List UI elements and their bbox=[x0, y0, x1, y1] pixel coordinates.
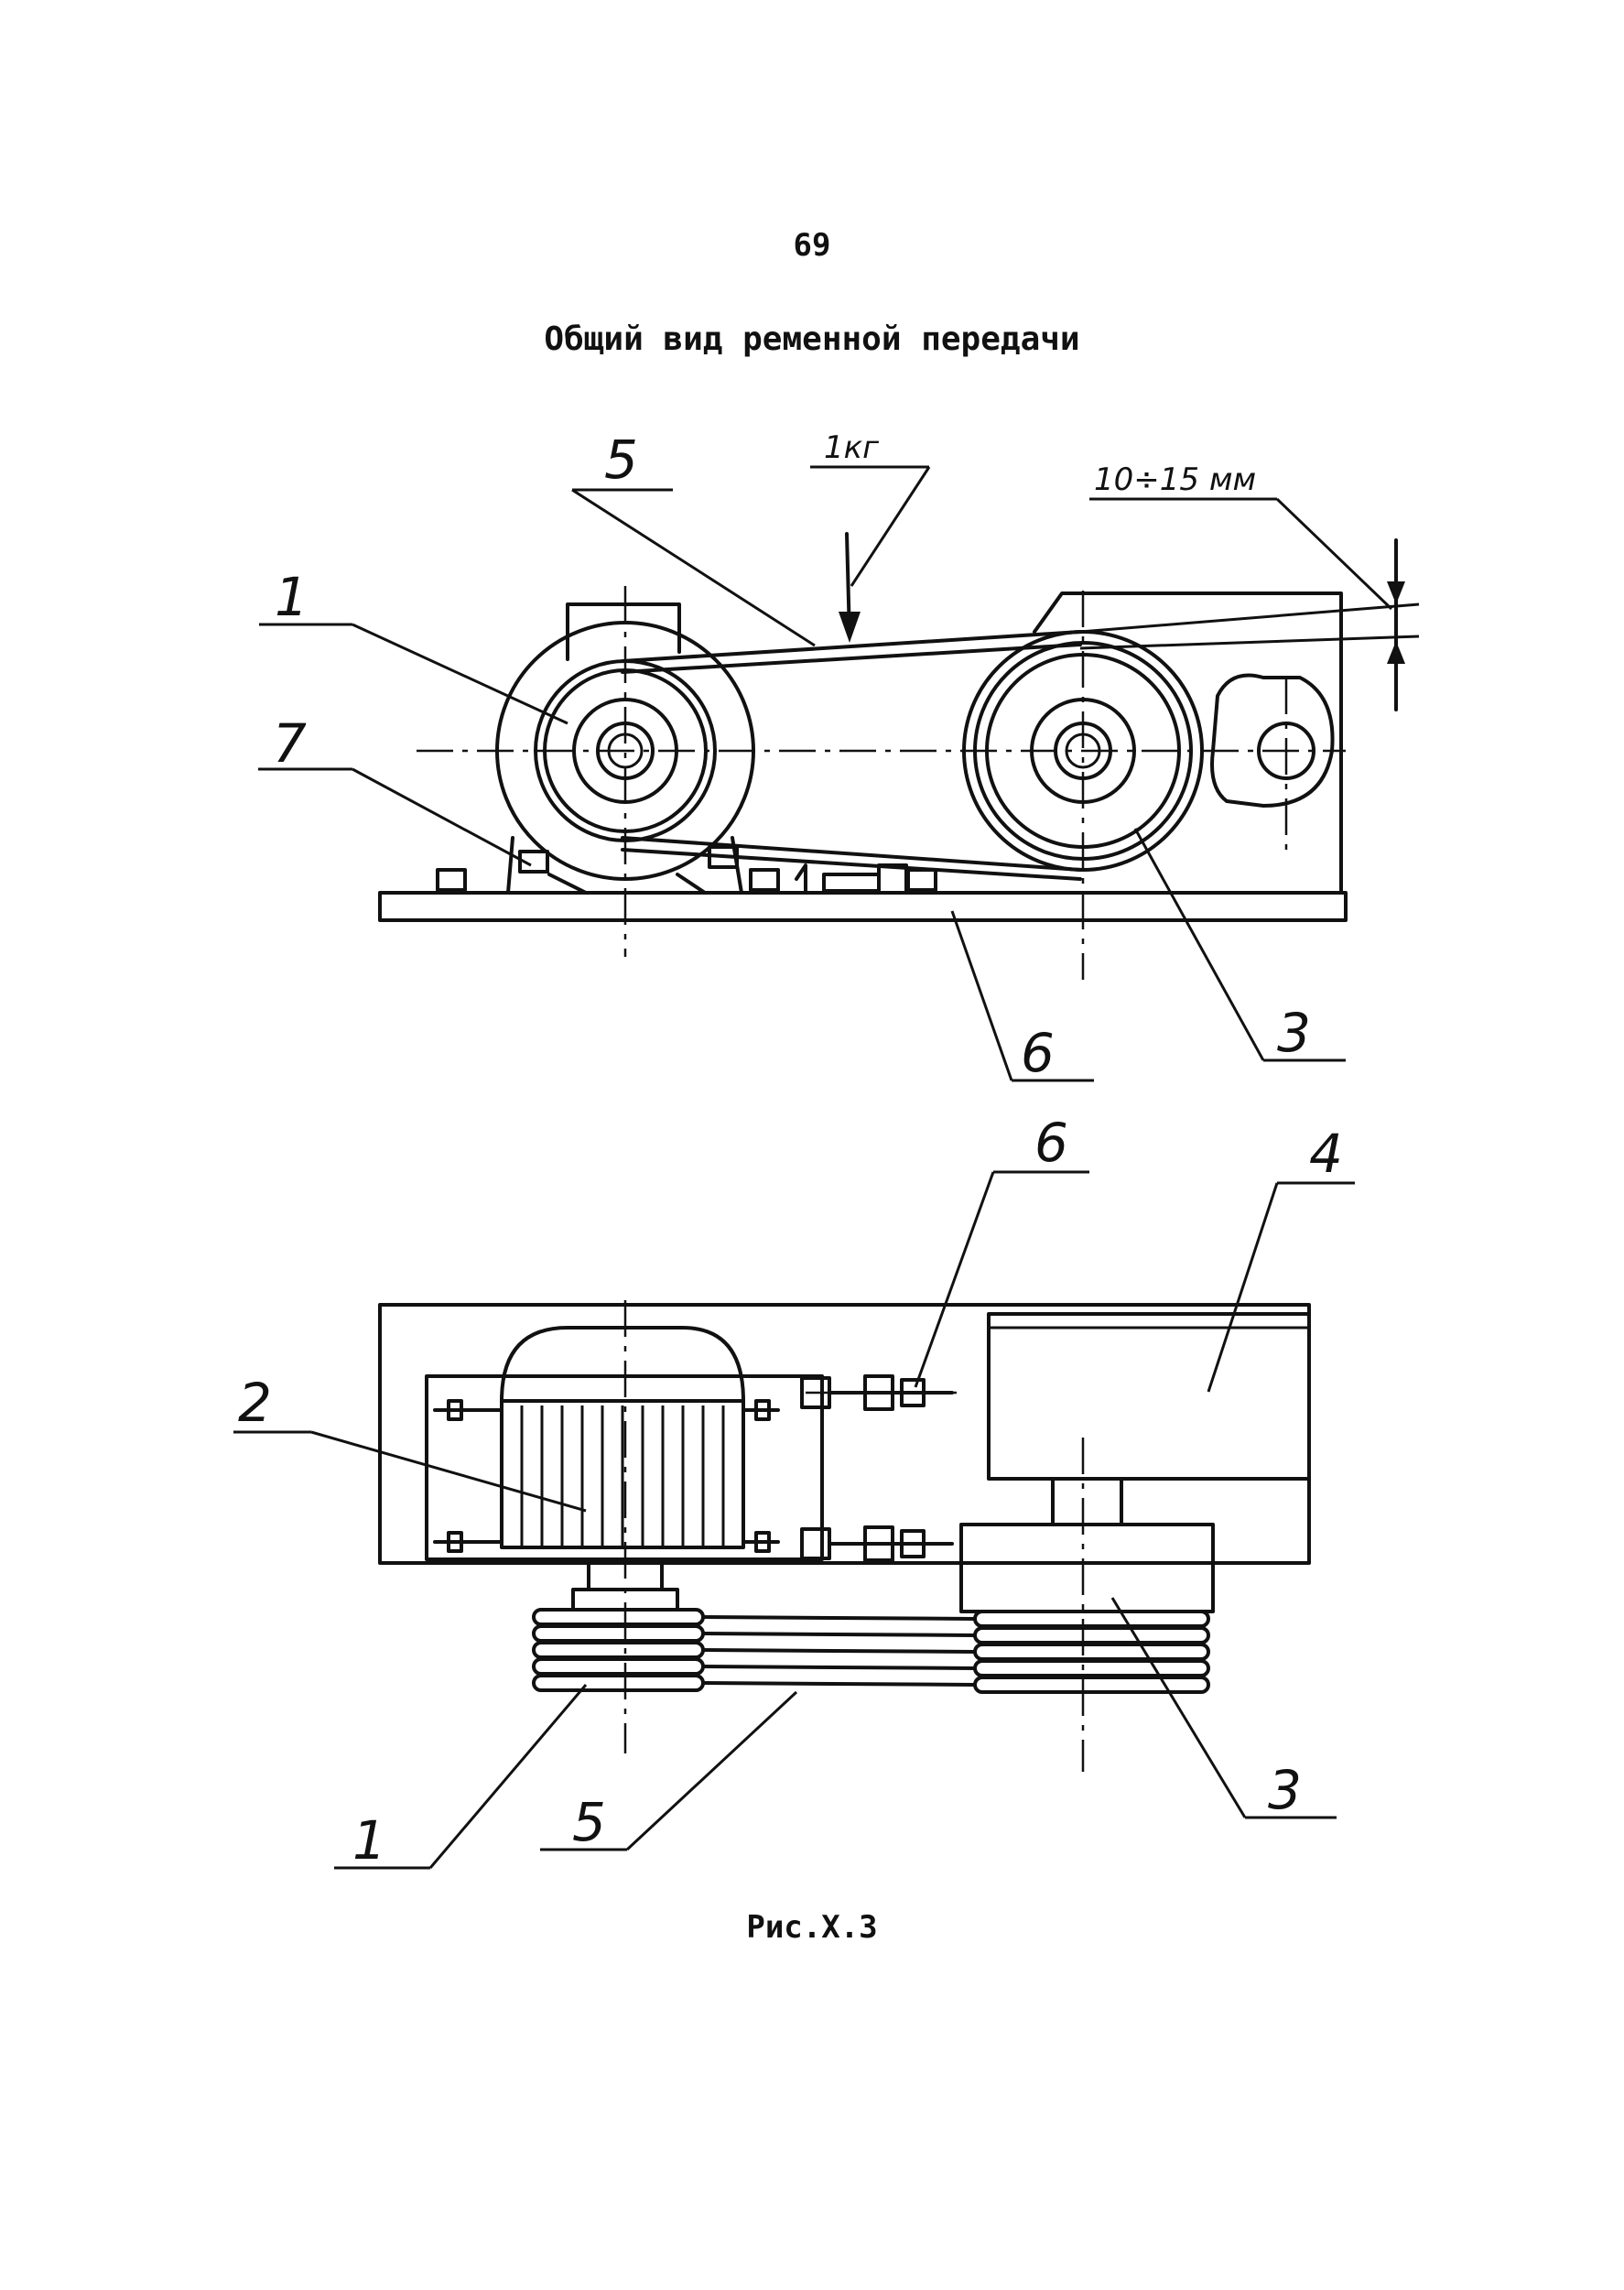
side-belt bbox=[621, 630, 1082, 881]
force-label: 1кг bbox=[824, 429, 880, 466]
side-motor-top-block bbox=[566, 602, 681, 661]
top-callout-3: 3 bbox=[1268, 1759, 1302, 1821]
side-leaders bbox=[258, 488, 1346, 1082]
top-leaders bbox=[233, 1170, 1355, 1870]
top-callout-2: 2 bbox=[238, 1372, 272, 1434]
top-tension-bolts bbox=[800, 1374, 954, 1562]
top-view: 6 4 2 3 1 5 bbox=[233, 1112, 1355, 1872]
side-base-bolts bbox=[436, 845, 780, 892]
side-base-plate bbox=[378, 891, 1348, 922]
top-large-pulley bbox=[973, 1610, 1210, 1694]
side-callout-3: 3 bbox=[1277, 1002, 1311, 1064]
force-arrow bbox=[810, 465, 931, 643]
side-gearbox-housing bbox=[1033, 591, 1343, 895]
top-large-pulley-hub bbox=[959, 1523, 1215, 1613]
figure-caption: Рис.Х.3 bbox=[746, 1909, 878, 1946]
side-callout-7: 7 bbox=[273, 712, 307, 775]
top-motor-studs bbox=[433, 1399, 780, 1553]
top-gearbox bbox=[987, 1312, 1311, 1481]
side-callout-5: 5 bbox=[604, 429, 638, 491]
deflection-label: 10÷15 мм bbox=[1094, 461, 1256, 498]
side-callout-6: 6 bbox=[1021, 1022, 1055, 1084]
page-title: Общий вид ременной передачи bbox=[544, 320, 1080, 358]
side-gearbox-hub bbox=[1210, 673, 1335, 808]
page-number: 69 bbox=[793, 227, 831, 264]
side-callout-1: 1 bbox=[275, 566, 309, 628]
top-gearbox-shaft bbox=[1051, 1477, 1123, 1526]
top-callout-6: 6 bbox=[1034, 1112, 1068, 1174]
deflection-measure bbox=[1079, 497, 1420, 711]
side-view: 1кг 10÷15 мм 1 5 7 6 3 bbox=[258, 429, 1420, 1084]
top-callout-1: 1 bbox=[352, 1809, 386, 1872]
top-belts bbox=[701, 1615, 977, 1687]
top-small-pulley bbox=[532, 1608, 705, 1692]
top-motor bbox=[500, 1326, 745, 1549]
top-callout-4: 4 bbox=[1309, 1123, 1343, 1185]
top-callout-5: 5 bbox=[572, 1791, 606, 1853]
side-tension-bolt bbox=[795, 863, 937, 895]
